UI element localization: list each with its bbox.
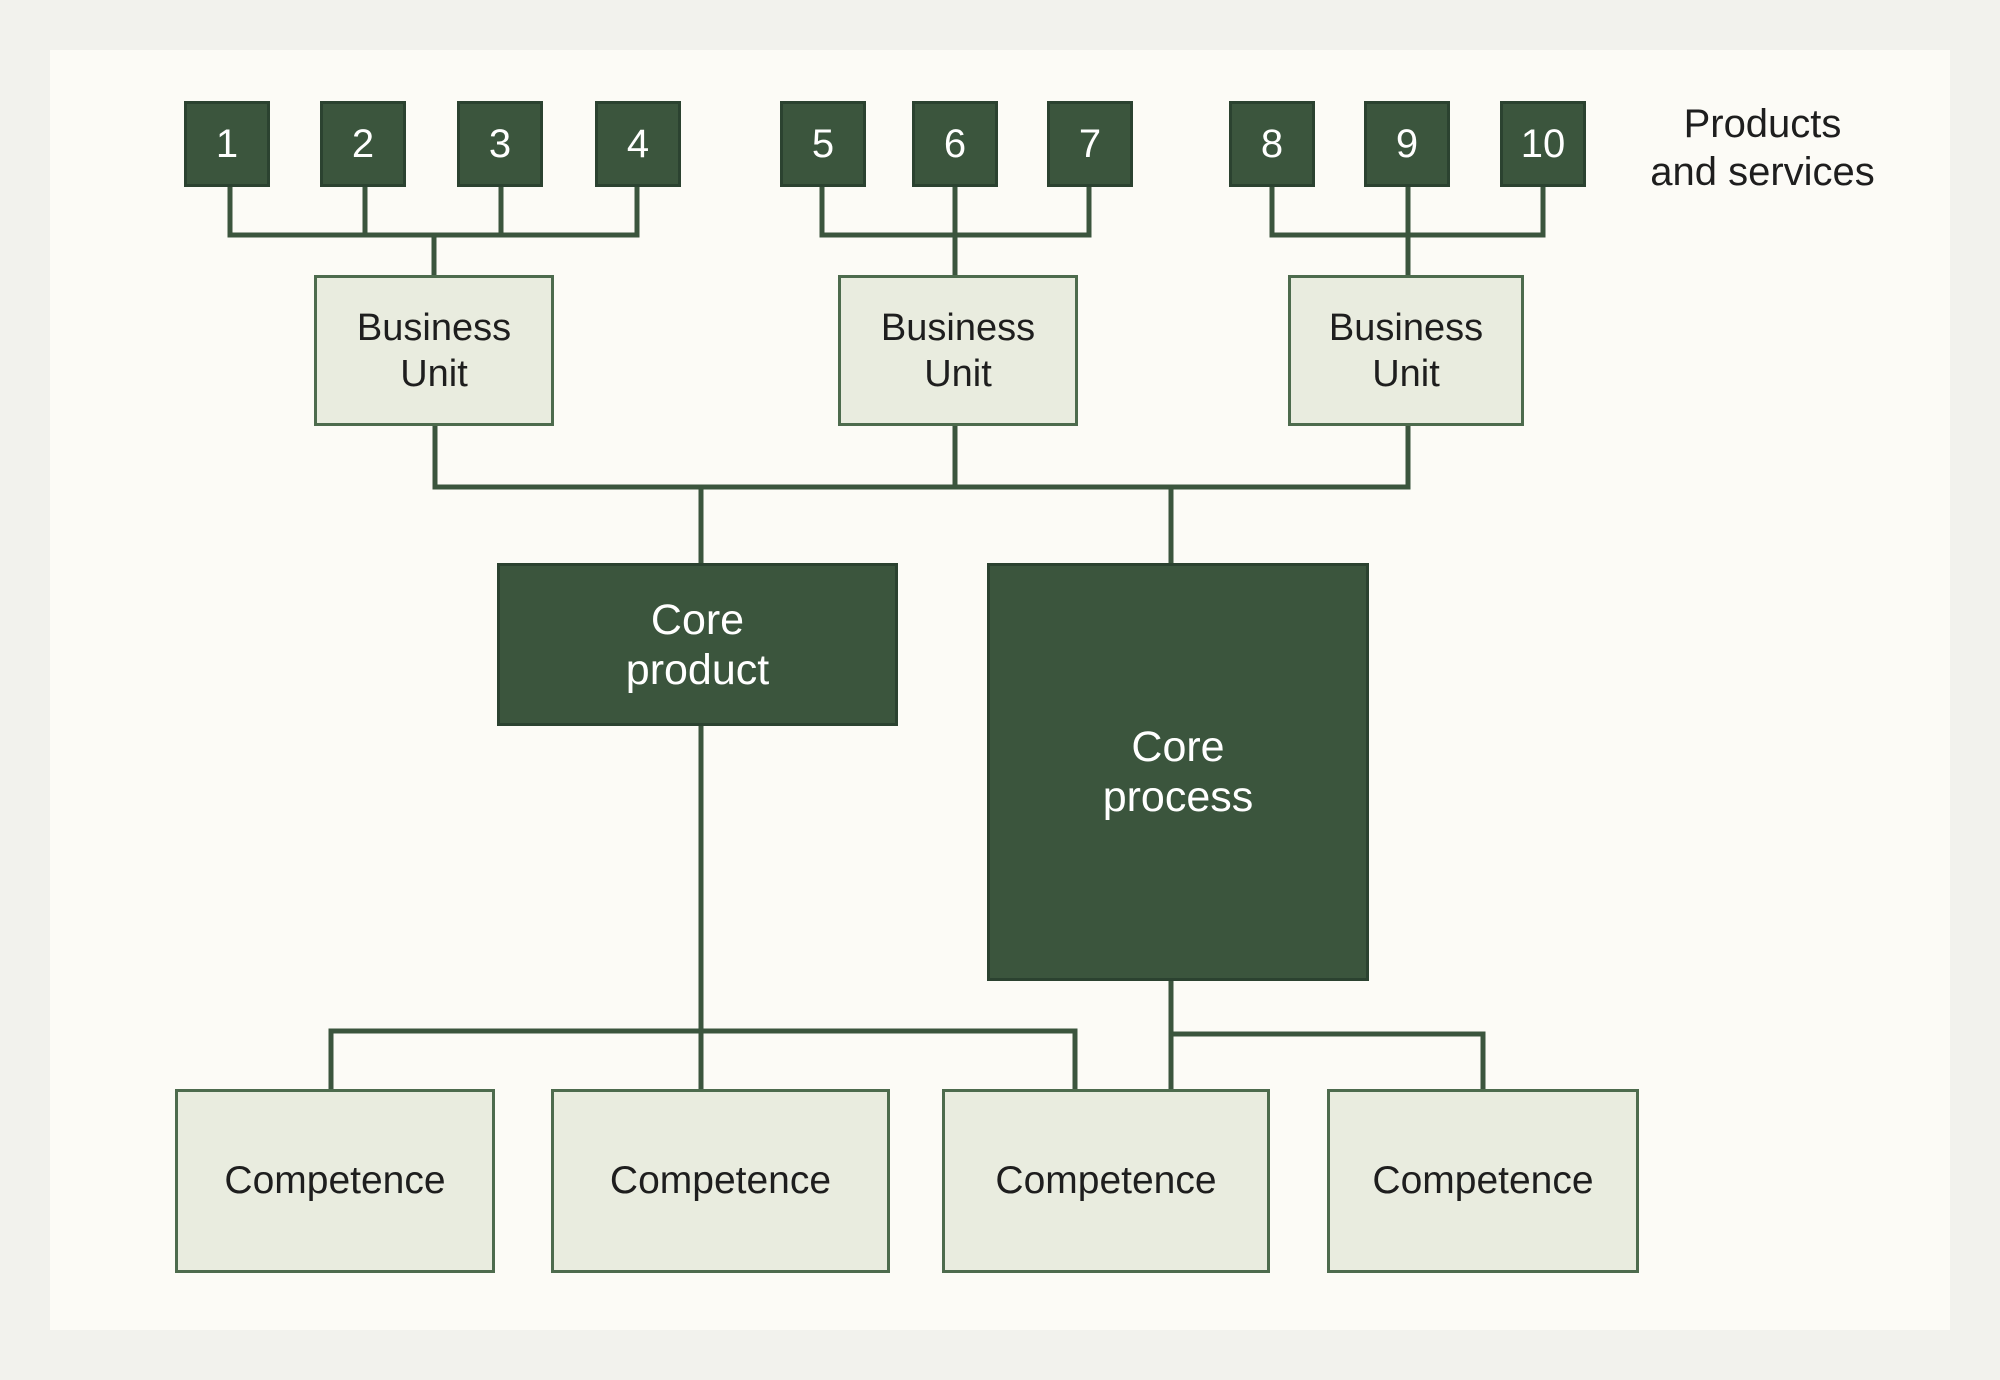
competence-box-2: Competence xyxy=(551,1089,890,1273)
business-unit-1: Business Unit xyxy=(314,275,554,426)
product-box-9: 9 xyxy=(1364,101,1450,187)
business-unit-3: Business Unit xyxy=(1288,275,1524,426)
business-unit-2: Business Unit xyxy=(838,275,1078,426)
product-box-7: 7 xyxy=(1047,101,1133,187)
product-box-5: 5 xyxy=(780,101,866,187)
product-box-10: 10 xyxy=(1500,101,1586,187)
core-product-box: Core product xyxy=(497,563,898,726)
product-box-8: 8 xyxy=(1229,101,1315,187)
product-box-1: 1 xyxy=(184,101,270,187)
competence-box-4: Competence xyxy=(1327,1089,1639,1273)
core-process-box: Core process xyxy=(987,563,1369,981)
competence-box-1: Competence xyxy=(175,1089,495,1273)
products-and-services-label: Products and services xyxy=(1650,102,1875,194)
product-box-2: 2 xyxy=(320,101,406,187)
product-box-4: 4 xyxy=(595,101,681,187)
product-box-6: 6 xyxy=(912,101,998,187)
product-box-3: 3 xyxy=(457,101,543,187)
competence-box-3: Competence xyxy=(942,1089,1270,1273)
